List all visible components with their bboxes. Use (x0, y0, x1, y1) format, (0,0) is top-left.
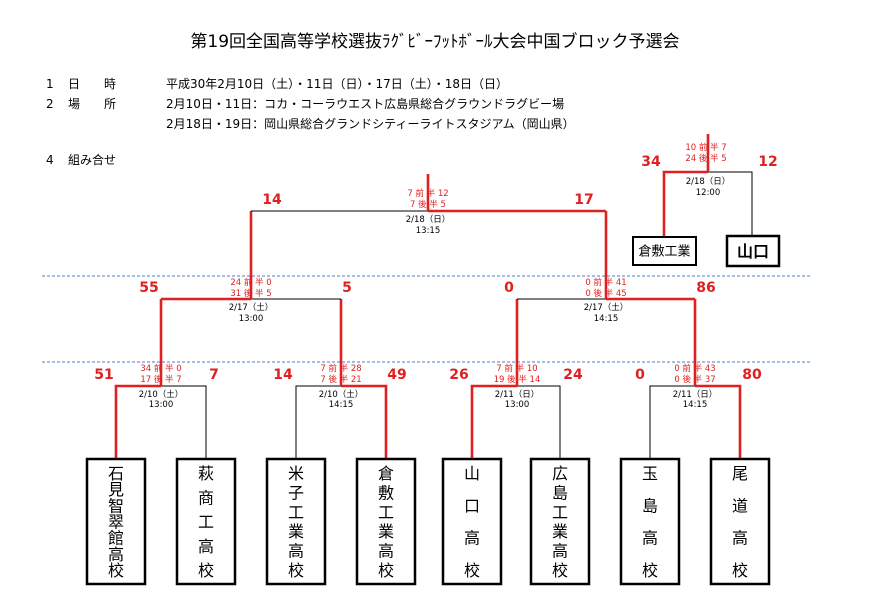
third-date: 2/18（日） (686, 176, 731, 187)
final-team-name: 山口 (737, 242, 769, 261)
r1d-right-line (695, 384, 742, 458)
final-first-half: 7 前 半 12 (407, 188, 448, 199)
r1c-time: 13:00 (505, 400, 530, 410)
team-boxes: 石見智翠館高校 萩商工高校 米子工業高校 倉敷工業高校 山口高校 広島工業高校 玉島高校 尾道… (85, 457, 771, 586)
team-name: 山口高校 (464, 464, 480, 580)
info-date-text: 平成30年2月10日（土）・11日（日）・17日（土）・18日（日） (166, 77, 508, 91)
r1d-left-score: 0 (635, 367, 645, 383)
team-name: 萩商工高校 (198, 464, 214, 580)
sf1-date: 2/17（土） (229, 302, 274, 313)
final-team-name: 倉敷工業 (638, 244, 690, 260)
team-box: 石見智翠館高校 (85, 457, 147, 586)
r1a-right-line (161, 385, 207, 458)
r1a-date: 2/10（土） (139, 389, 184, 400)
info-venue-text-1: 2月10日・11日：コカ・コーラウエスト広島県総合グラウンドラグビー場 (166, 96, 564, 111)
sf2-date: 2/17（土） (584, 302, 629, 313)
sf2-left-score: 0 (504, 280, 514, 296)
team-box-frame (619, 457, 681, 586)
sf1-first-half: 24 前 半 0 (230, 277, 271, 288)
r1b-left-line (295, 385, 341, 458)
r1d-second-half: 0 後 半 37 (674, 374, 715, 385)
r1b-left-score: 14 (273, 367, 293, 383)
team-name: 倉敷工業高校 (378, 464, 394, 580)
final-left-score: 14 (262, 192, 282, 208)
team-box: 玉島高校 (619, 457, 681, 586)
r1a-second-half: 17 後 半 7 (140, 374, 181, 385)
r1b-time: 14:15 (329, 400, 354, 410)
sf1-time: 13:00 (239, 314, 264, 324)
team-name: 広島工業高校 (552, 464, 568, 580)
r1a-left-score: 51 (94, 367, 113, 383)
third-second-half: 24 後 半 5 (685, 153, 726, 164)
team-box-frame (85, 457, 147, 586)
r1b-first-half: 7 前 半 28 (320, 363, 361, 374)
third-left-score: 34 (641, 154, 661, 170)
r1a-first-half: 34 前 半 0 (140, 363, 181, 374)
info-venue-number: 2 (46, 97, 54, 111)
sf2-time: 14:15 (594, 314, 619, 324)
sf2-first-half: 0 前 半 41 (585, 277, 626, 288)
team-box: 萩商工高校 (175, 457, 237, 586)
team-name: 尾道高校 (732, 464, 748, 580)
r1d-right-score: 80 (742, 367, 762, 383)
team-name: 玉島高校 (642, 464, 658, 580)
third-first-half: 10 前 半 7 (685, 142, 726, 153)
third-right-score: 12 (758, 154, 777, 170)
sf1-second-half: 31 後 半 5 (230, 288, 271, 299)
r1d-first-half: 0 前 半 43 (674, 363, 715, 374)
final-right-score: 17 (574, 192, 593, 208)
team-box-frame (709, 457, 771, 586)
team-box-frame (175, 457, 237, 586)
r1b-second-half: 7 後 半 21 (320, 374, 361, 385)
sf1-left-score: 55 (139, 280, 158, 296)
team-name: 米子工業高校 (288, 464, 304, 580)
r1a-left-line (114, 384, 161, 458)
team-box: 米子工業高校 (265, 457, 327, 586)
page-title: 第19回全国高等学校選抜ﾗｸﾞﾋﾞｰﾌｯﾄﾎﾞｰﾙ大会中国ブロック予選会 (190, 31, 679, 52)
third-time: 12:00 (696, 188, 721, 198)
team-box: 広島工業高校 (529, 457, 591, 586)
r1b-right-line (341, 384, 388, 458)
third-left-line (662, 170, 708, 237)
r1b-right-score: 49 (387, 367, 406, 383)
team-box: 倉敷工業高校 (355, 457, 417, 586)
team-box-frame (265, 457, 327, 586)
r1d-time: 14:15 (683, 400, 708, 410)
final-team-box-yamaguchi: 山口 (725, 234, 781, 268)
team-box: 尾道高校 (709, 457, 771, 586)
sf2-second-half: 0 後 半 45 (585, 288, 626, 299)
team-name: 石見智翠館高校 (108, 464, 124, 580)
info-venue-label: 場 所 (68, 97, 116, 111)
third-right-line (708, 171, 753, 237)
team-box: 山口高校 (441, 457, 503, 586)
final-time: 13:15 (416, 226, 441, 236)
r1c-left-score: 26 (449, 367, 468, 383)
r1a-right-score: 7 (209, 367, 219, 383)
r1c-right-score: 24 (563, 367, 583, 383)
sf1-right-score: 5 (342, 280, 352, 296)
r1c-right-line (517, 385, 561, 458)
team-box-frame (355, 457, 417, 586)
r1d-left-line (649, 385, 695, 458)
team-box-frame (529, 457, 591, 586)
info-date-label: 日 時 (68, 77, 116, 91)
r1a-time: 13:00 (149, 400, 174, 410)
r1c-first-half: 7 前 半 10 (496, 363, 537, 374)
info-venue-text-2: 2月18日・19日：岡山県総合グランドシティーライトスタジアム（岡山県） (166, 116, 575, 131)
final-second-half: 7 後 半 5 (410, 199, 446, 210)
final-date: 2/18（日） (406, 214, 451, 225)
team-box-frame (441, 457, 503, 586)
r1d-date: 2/11（日） (673, 389, 718, 400)
info-date-number: 1 (46, 77, 54, 91)
sf2-right-score: 86 (696, 280, 715, 296)
info-bracket-number: 4 (46, 153, 54, 167)
info-bracket-label: 組み合せ (68, 152, 116, 167)
r1c-second-half: 19 後 半 14 (494, 374, 541, 385)
final-team-box-kurashiki: 倉敷工業 (632, 236, 697, 266)
r1c-date: 2/11（日） (495, 389, 540, 400)
r1c-left-line (470, 384, 517, 458)
r1b-date: 2/10（土） (319, 389, 364, 400)
